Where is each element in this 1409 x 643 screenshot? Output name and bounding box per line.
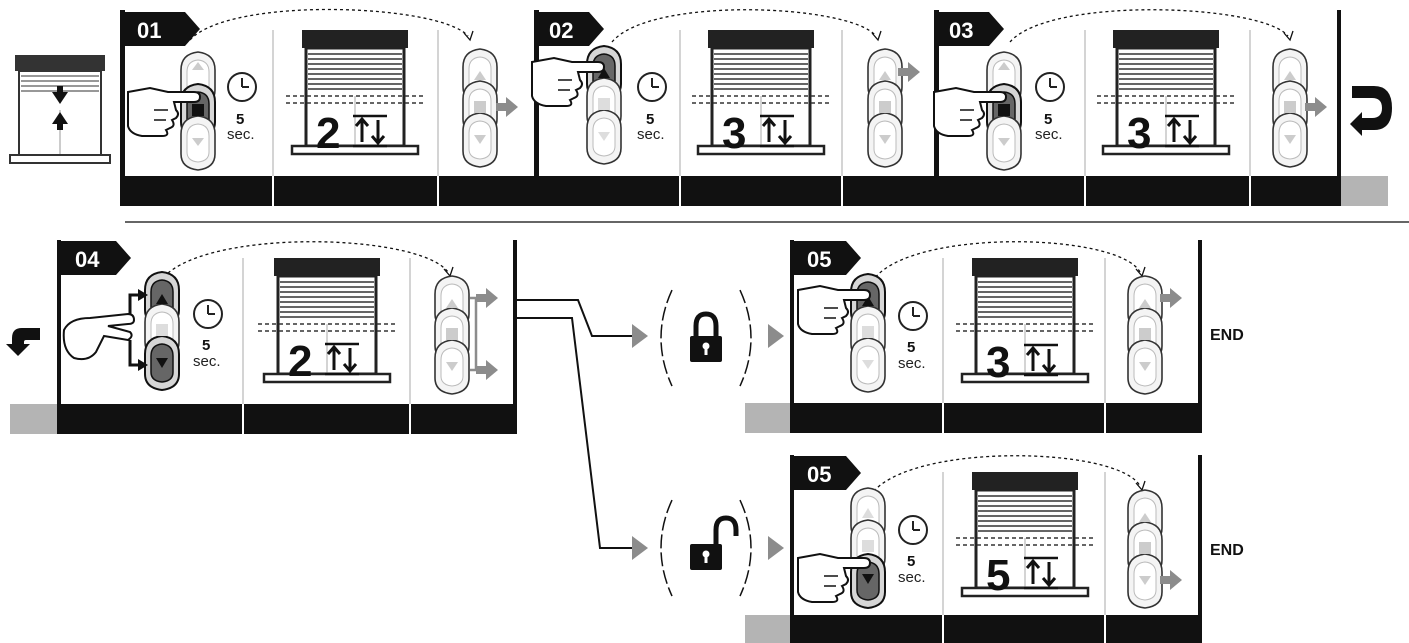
branch-arrow-icon (768, 324, 784, 348)
clock-icon (637, 72, 667, 102)
shutter-icon (284, 28, 426, 156)
step-05-lock-panel (745, 240, 1202, 433)
timer-unit: sec. (193, 353, 221, 370)
step-04-result-keypad (434, 275, 498, 395)
bracket-left (660, 499, 673, 597)
timer-unit: sec. (898, 355, 926, 372)
end-label: END (1210, 542, 1244, 559)
branch-arrow-icon (632, 324, 648, 348)
step-01-result-keypad (462, 48, 518, 168)
step-05-lock-count: 3 (986, 338, 1010, 387)
step-04-panel (10, 240, 517, 434)
branch-line-lock (517, 299, 632, 337)
timer-value: 5 (907, 553, 915, 570)
step-02-label: 02 (549, 18, 573, 43)
clock-icon (898, 515, 928, 545)
step-05-label: 05 (807, 247, 831, 272)
shutter-icon (690, 28, 832, 156)
timer-value: 5 (907, 339, 915, 356)
step-02-count: 3 (722, 109, 746, 158)
shutter-icon (954, 256, 1096, 384)
clock-icon (1035, 72, 1065, 102)
step-04-count: 2 (288, 337, 312, 386)
step-05-unlock-count: 5 (986, 551, 1010, 600)
step-02-panel (534, 9, 934, 206)
timer-unit: sec. (898, 569, 926, 586)
step-01-label: 01 (137, 18, 161, 43)
shutter-icon (1095, 28, 1237, 156)
timer-value: 5 (202, 337, 210, 354)
bracket-left (660, 289, 673, 387)
branch-line-unlock (517, 317, 632, 549)
timer-unit: sec. (637, 126, 665, 143)
shutter-icon (954, 470, 1096, 598)
step-05-label: 05 (807, 462, 831, 487)
step-05-unlock-result-keypad (1127, 489, 1182, 609)
timer-unit: sec. (227, 126, 255, 143)
step-03-result-keypad (1272, 48, 1327, 168)
bracket-right (739, 499, 752, 597)
timer-value: 5 (1044, 111, 1052, 128)
step-05-unlock-keypad (797, 487, 886, 609)
bracket-right (739, 289, 752, 387)
step-03-label: 03 (949, 18, 973, 43)
step-03-keypad (933, 51, 1022, 171)
timer-unit: sec. (1035, 126, 1063, 143)
timer-value: 5 (646, 111, 654, 128)
step-05-lock-result-keypad (1127, 275, 1182, 395)
clock-icon (227, 72, 257, 102)
step-04-keypad (62, 271, 180, 391)
shutter-icon (256, 256, 398, 384)
step-05-unlock-panel (745, 455, 1202, 643)
clock-icon (898, 301, 928, 331)
step-02-keypad (531, 45, 622, 165)
branch-arrow-icon (632, 536, 648, 560)
branch-arrow-icon (768, 536, 784, 560)
hand-icon (62, 312, 136, 361)
timer-value: 5 (236, 111, 244, 128)
continue-arrow-icon (1350, 86, 1392, 136)
return-arrow-icon (6, 328, 40, 356)
step-05-lock-keypad (797, 273, 886, 393)
step-01-keypad (127, 51, 216, 171)
step-02-result-keypad (867, 48, 920, 168)
end-label: END (1210, 327, 1244, 344)
clock-icon (193, 299, 223, 329)
step-04-label: 04 (75, 247, 100, 272)
lock-icon (690, 314, 722, 362)
unlock-icon (690, 518, 736, 570)
step-01-count: 2 (316, 109, 340, 158)
initial-shutter-icon (9, 55, 111, 164)
step-03-count: 3 (1127, 109, 1151, 158)
step-01-panel (120, 8, 534, 206)
